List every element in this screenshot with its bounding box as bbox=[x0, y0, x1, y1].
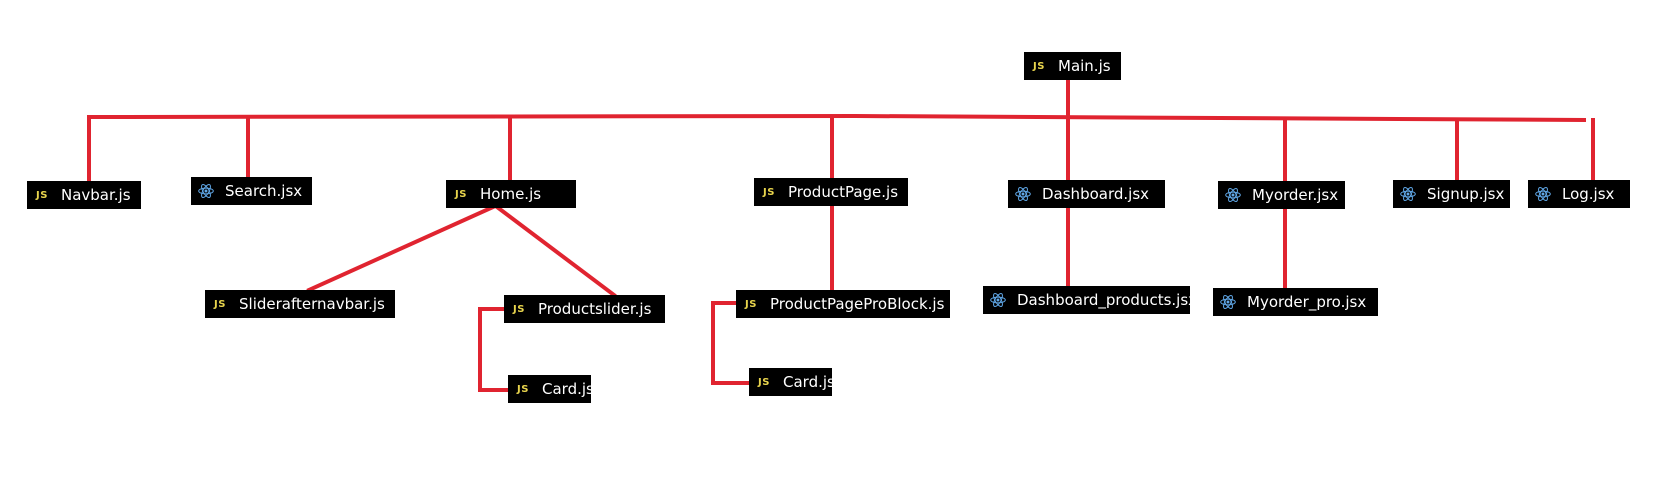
node-log: Log.jsx bbox=[1528, 180, 1630, 208]
node-productslider: JS Productslider.js bbox=[504, 295, 665, 323]
node-label: Card.js bbox=[542, 380, 594, 398]
node-label: ProductPage.js bbox=[788, 183, 899, 201]
edge-root-bus bbox=[86, 113, 1587, 123]
node-label: Search.jsx bbox=[225, 182, 303, 200]
node-productpage: JS ProductPage.js bbox=[754, 178, 909, 206]
node-label: Main.js bbox=[1058, 57, 1111, 75]
react-icon bbox=[989, 291, 1007, 309]
node-label: ProductPageProBlock.js bbox=[770, 295, 945, 313]
node-myorder-pro: Myorder_pro.jsx bbox=[1213, 288, 1378, 316]
node-signup: Signup.jsx bbox=[1393, 180, 1510, 208]
edge-productslider-card bbox=[478, 307, 512, 392]
node-card-productpageproblock: JS Card.js bbox=[749, 368, 835, 396]
js-icon: JS bbox=[745, 298, 757, 310]
node-card-productslider: JS Card.js bbox=[508, 375, 594, 403]
node-label: Productslider.js bbox=[538, 300, 652, 318]
react-icon bbox=[1534, 185, 1552, 203]
js-icon: JS bbox=[763, 186, 775, 198]
node-label: Myorder_pro.jsx bbox=[1247, 293, 1367, 311]
node-search: Search.jsx bbox=[191, 177, 313, 205]
node-label: Dashboard_products.jsx bbox=[1017, 291, 1198, 309]
node-dashboard-products: Dashboard_products.jsx bbox=[983, 286, 1197, 314]
node-label: Dashboard.jsx bbox=[1042, 185, 1150, 203]
node-dashboard: Dashboard.jsx bbox=[1008, 180, 1165, 208]
node-label: Signup.jsx bbox=[1427, 185, 1505, 203]
node-label: Log.jsx bbox=[1562, 185, 1615, 203]
node-navbar: JS Navbar.js bbox=[27, 181, 141, 209]
js-icon: JS bbox=[455, 188, 467, 200]
js-icon: JS bbox=[758, 376, 770, 388]
edge-home-productslider bbox=[494, 204, 617, 298]
js-icon: JS bbox=[36, 189, 48, 201]
react-icon bbox=[1014, 185, 1032, 203]
js-icon: JS bbox=[517, 383, 529, 395]
js-icon: JS bbox=[1033, 60, 1045, 72]
js-icon: JS bbox=[214, 298, 226, 310]
edge-problock-card bbox=[711, 301, 755, 385]
node-home: JS Home.js bbox=[446, 180, 576, 208]
node-productpageproblock: JS ProductPageProBlock.js bbox=[736, 290, 950, 318]
node-label: Navbar.js bbox=[61, 186, 131, 204]
react-icon bbox=[197, 182, 215, 200]
node-myorder: Myorder.jsx bbox=[1218, 181, 1345, 209]
edge-home-sliderafternavbar bbox=[306, 204, 496, 293]
node-label: Sliderafternavbar.js bbox=[239, 295, 385, 313]
react-icon bbox=[1399, 185, 1417, 203]
node-sliderafternavbar: JS Sliderafternavbar.js bbox=[205, 290, 395, 318]
js-icon: JS bbox=[513, 303, 525, 315]
react-icon bbox=[1219, 293, 1237, 311]
node-label: Card.js bbox=[783, 373, 835, 391]
node-label: Myorder.jsx bbox=[1252, 186, 1339, 204]
node-label: Home.js bbox=[480, 185, 542, 203]
react-icon bbox=[1224, 186, 1242, 204]
node-main: JS Main.js bbox=[1024, 52, 1121, 80]
